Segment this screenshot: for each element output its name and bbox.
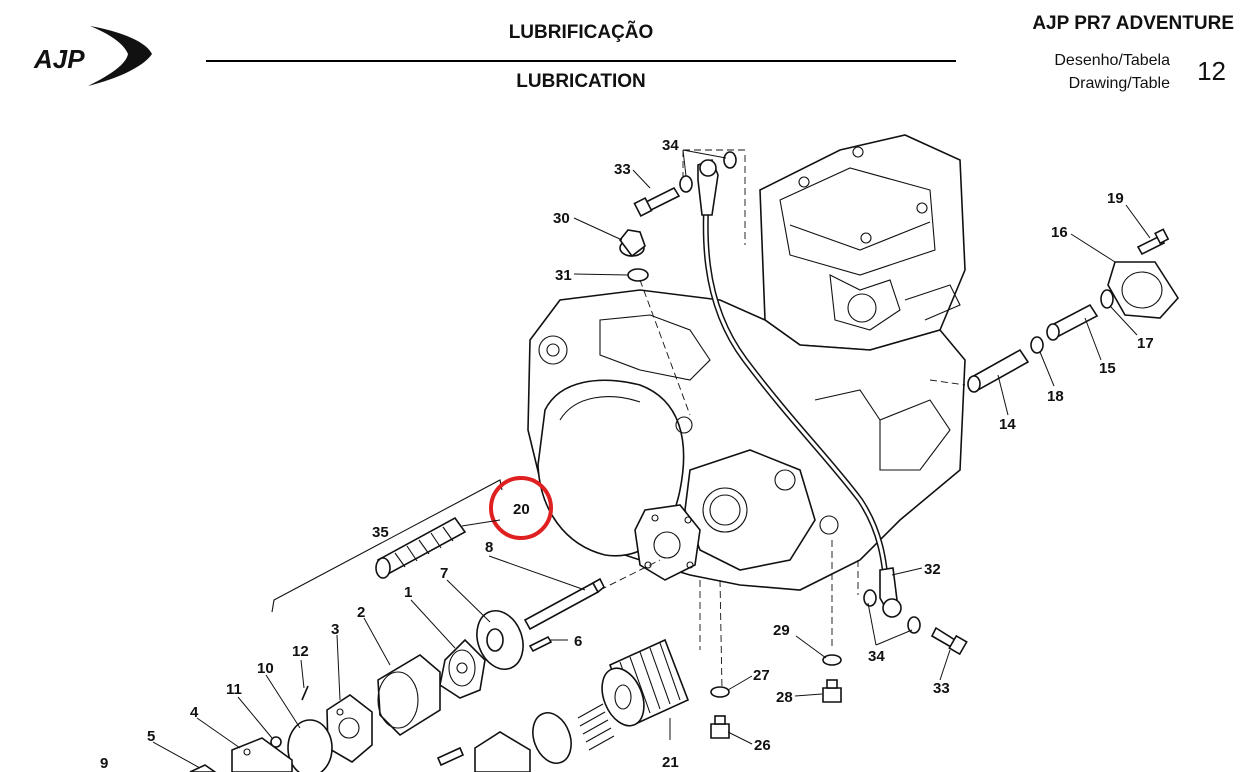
filter-cover xyxy=(474,731,531,772)
part-label: 21 xyxy=(662,754,679,771)
ajp-logo: AJP xyxy=(28,24,158,93)
pipe-15 xyxy=(1046,303,1099,341)
washer-34-lower-b xyxy=(907,616,921,634)
title-english: LUBRICATION xyxy=(516,71,646,92)
washer-29 xyxy=(822,654,842,666)
drawing-label-portuguese: Desenho/Tabela xyxy=(1054,52,1170,69)
filter-spring xyxy=(577,703,615,751)
engine-crankcase xyxy=(527,289,966,591)
oil-line-32 xyxy=(697,158,902,618)
pin-6 xyxy=(528,635,553,653)
part-label: 19 xyxy=(1107,190,1124,207)
o-ring-17 xyxy=(1100,289,1114,309)
page-number: 12 xyxy=(1197,56,1226,86)
filter-o-ring xyxy=(532,712,572,764)
engine-cylinder-head xyxy=(759,134,966,351)
part-label: 11 xyxy=(226,681,242,698)
oil-filler-cap-30 xyxy=(618,229,646,258)
dowel-11 xyxy=(270,736,282,748)
banjo-bolt-upper xyxy=(633,186,681,218)
oil-filter-21 xyxy=(601,638,690,727)
filter-cover-bolt xyxy=(436,746,465,767)
washer-34-upper-b xyxy=(723,151,737,169)
washer-27 xyxy=(710,686,730,698)
part-label: 17 xyxy=(1137,335,1154,352)
pump-cover-4 xyxy=(231,737,293,772)
part-label: 34 xyxy=(662,137,679,154)
part-label: 6 xyxy=(574,633,582,650)
seal-31 xyxy=(627,268,649,282)
pin-12 xyxy=(301,685,309,701)
part-label: 35 xyxy=(372,524,389,541)
part-label: 33 xyxy=(933,680,950,697)
part-label: 16 xyxy=(1051,224,1068,241)
model-name: AJP PR7 ADVENTURE xyxy=(1032,13,1234,34)
o-ring-18 xyxy=(1030,336,1044,354)
part-label: 28 xyxy=(776,689,793,706)
part-label: 30 xyxy=(553,210,570,227)
part-label: 4 xyxy=(190,704,199,721)
highlight-circle-part-20 xyxy=(489,476,553,540)
washer-34-lower-a xyxy=(863,589,877,607)
outer-rotor-2 xyxy=(377,654,441,737)
part-label: 34 xyxy=(868,648,885,665)
drain-plug-26 xyxy=(710,715,730,739)
logo-swoosh-icon xyxy=(88,26,152,86)
banjo-bolt-lower xyxy=(930,626,968,656)
part-label: 33 xyxy=(614,161,631,178)
part-label: 3 xyxy=(331,621,339,638)
part-label: 32 xyxy=(924,561,941,578)
part-label: 26 xyxy=(754,737,771,754)
leader-lines xyxy=(152,149,1151,769)
part-label: 8 xyxy=(485,539,493,556)
part-label: 18 xyxy=(1047,388,1064,405)
oil-strainer-35 xyxy=(375,516,467,579)
part-label: 2 xyxy=(357,604,365,621)
part-labels: 34 33 30 31 19 16 17 15 18 14 20 35 8 32… xyxy=(100,137,1154,772)
part-label: 14 xyxy=(999,416,1016,433)
part-label: 10 xyxy=(257,660,274,677)
part-label: 12 xyxy=(292,643,309,660)
part-label: 27 xyxy=(753,667,770,684)
pump-shaft-8 xyxy=(523,577,605,631)
washer-7 xyxy=(476,610,524,670)
part-label: 1 xyxy=(404,584,412,601)
strainer-bracket xyxy=(271,479,503,613)
pump-body-3 xyxy=(326,694,373,763)
part-label: 5 xyxy=(147,728,155,745)
part-label: 31 xyxy=(555,267,572,284)
part-label: 20 xyxy=(513,501,530,518)
drain-plug-28 xyxy=(822,679,842,703)
assembly-lines xyxy=(599,149,966,691)
o-ring-10 xyxy=(287,719,333,772)
part-label: 15 xyxy=(1099,360,1116,377)
washer-34-upper-a xyxy=(679,175,693,193)
part-label: 9 xyxy=(100,755,108,772)
part-label: 29 xyxy=(773,622,790,639)
bolt-19 xyxy=(1136,228,1170,256)
header-rule xyxy=(206,60,956,62)
inner-rotor-1 xyxy=(439,638,486,699)
logo-text: AJP xyxy=(33,44,85,74)
drawing-label-english: Drawing/Table xyxy=(1068,75,1170,92)
bolt-9 xyxy=(189,764,217,772)
title-portuguese: LUBRIFICAÇÃO xyxy=(508,22,654,43)
cover-16 xyxy=(1107,261,1180,319)
part-label: 7 xyxy=(440,565,448,582)
sleeve-14 xyxy=(967,348,1030,393)
